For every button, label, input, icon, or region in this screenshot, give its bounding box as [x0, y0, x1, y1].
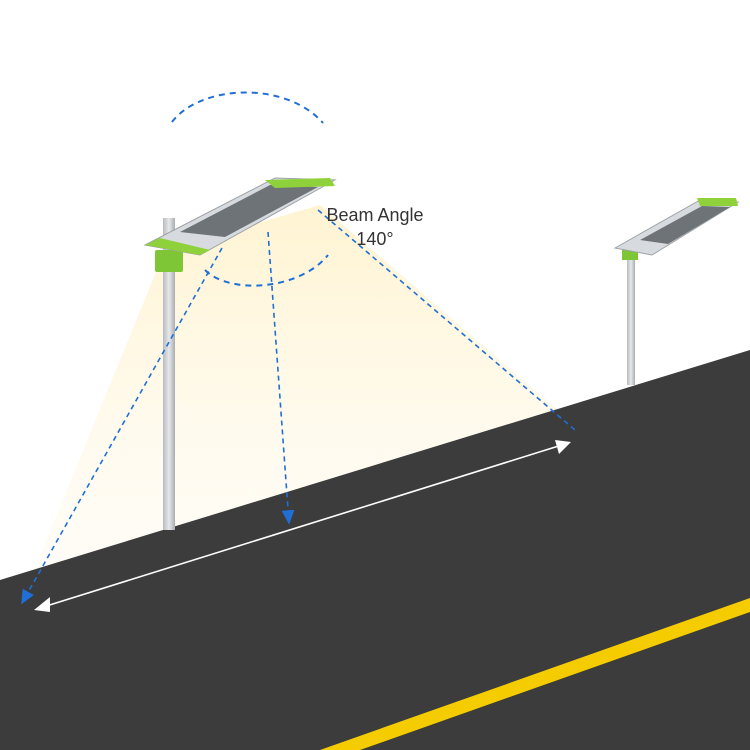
street-light-icon: [613, 198, 740, 385]
far-solar-panel: [640, 206, 730, 244]
beam-angle-value: 140°: [356, 229, 394, 249]
lamp-housing-end: [265, 178, 335, 188]
beam-angle-arc-bottom: [204, 254, 329, 287]
beam-angle-arc-top: [171, 91, 324, 124]
beam-angle-label: Beam Angle 140°: [300, 203, 450, 251]
beam-angle-title: Beam Angle: [326, 205, 424, 225]
lamp-housing: [145, 238, 210, 255]
beam-line-right: [317, 209, 576, 431]
lamp-pole: [163, 218, 175, 530]
light-glow: [20, 205, 575, 605]
lane-marking: [320, 598, 750, 750]
pole-bracket: [155, 250, 183, 272]
far-lamp-pole: [627, 250, 635, 385]
beam-line-left: [21, 247, 223, 605]
double-arrow-icon: [34, 440, 571, 612]
solar-panel: [180, 185, 318, 237]
street-light-icon: [143, 177, 337, 530]
beam-line-center: [267, 231, 295, 525]
far-lamp-housing: [697, 198, 738, 206]
